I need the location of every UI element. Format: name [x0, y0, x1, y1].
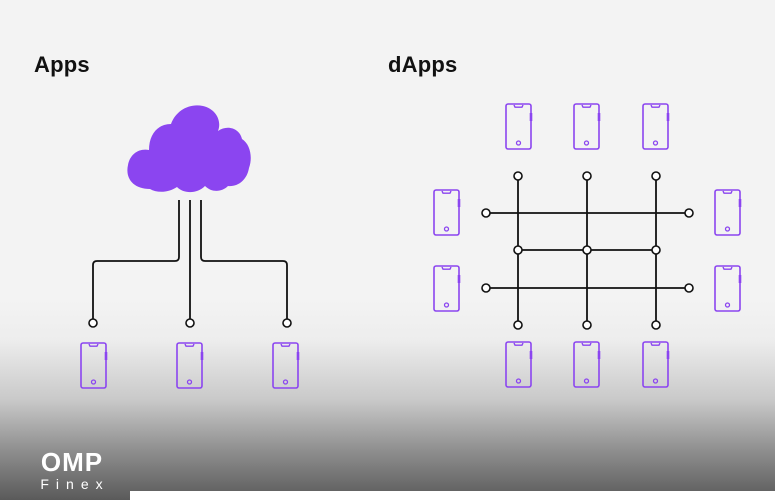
brand-logo: OMP Finex — [22, 448, 122, 492]
phone-icon — [504, 102, 533, 151]
phone-icon — [432, 188, 461, 237]
mesh-node — [651, 245, 661, 255]
mesh-node — [582, 171, 592, 181]
cloud-icon — [127, 105, 251, 193]
phone-icon — [504, 340, 533, 389]
mesh-node — [684, 208, 694, 218]
dapps-diagram — [432, 102, 742, 389]
mesh-node — [684, 283, 694, 293]
connection-node — [185, 318, 195, 328]
apps-heading: Apps — [34, 52, 90, 77]
brand-name: OMP — [40, 447, 104, 477]
connection-node — [282, 318, 292, 328]
phone-icon — [271, 341, 300, 390]
mesh-node — [513, 320, 523, 330]
phone-icon — [641, 340, 670, 389]
mesh-node — [513, 245, 523, 255]
mesh-node — [513, 171, 523, 181]
mesh-node — [651, 171, 661, 181]
mesh-node — [651, 320, 661, 330]
brand-subtitle: Finex — [40, 476, 110, 492]
phone-icon — [432, 264, 461, 313]
phone-icon — [713, 264, 742, 313]
mesh-node — [481, 283, 491, 293]
mesh-node — [582, 320, 592, 330]
phone-icon — [79, 341, 108, 390]
phone-icon — [713, 188, 742, 237]
connection-node — [88, 318, 98, 328]
bottom-strip — [130, 491, 775, 500]
apps-connector-lines — [92, 200, 288, 319]
phone-icon — [572, 340, 601, 389]
mesh-node — [481, 208, 491, 218]
apps-diagram — [79, 105, 300, 390]
phone-icon — [572, 102, 601, 151]
mesh-node — [582, 245, 592, 255]
phone-icon — [175, 341, 204, 390]
dapps-heading: dApps — [388, 52, 458, 77]
phone-icon — [641, 102, 670, 151]
